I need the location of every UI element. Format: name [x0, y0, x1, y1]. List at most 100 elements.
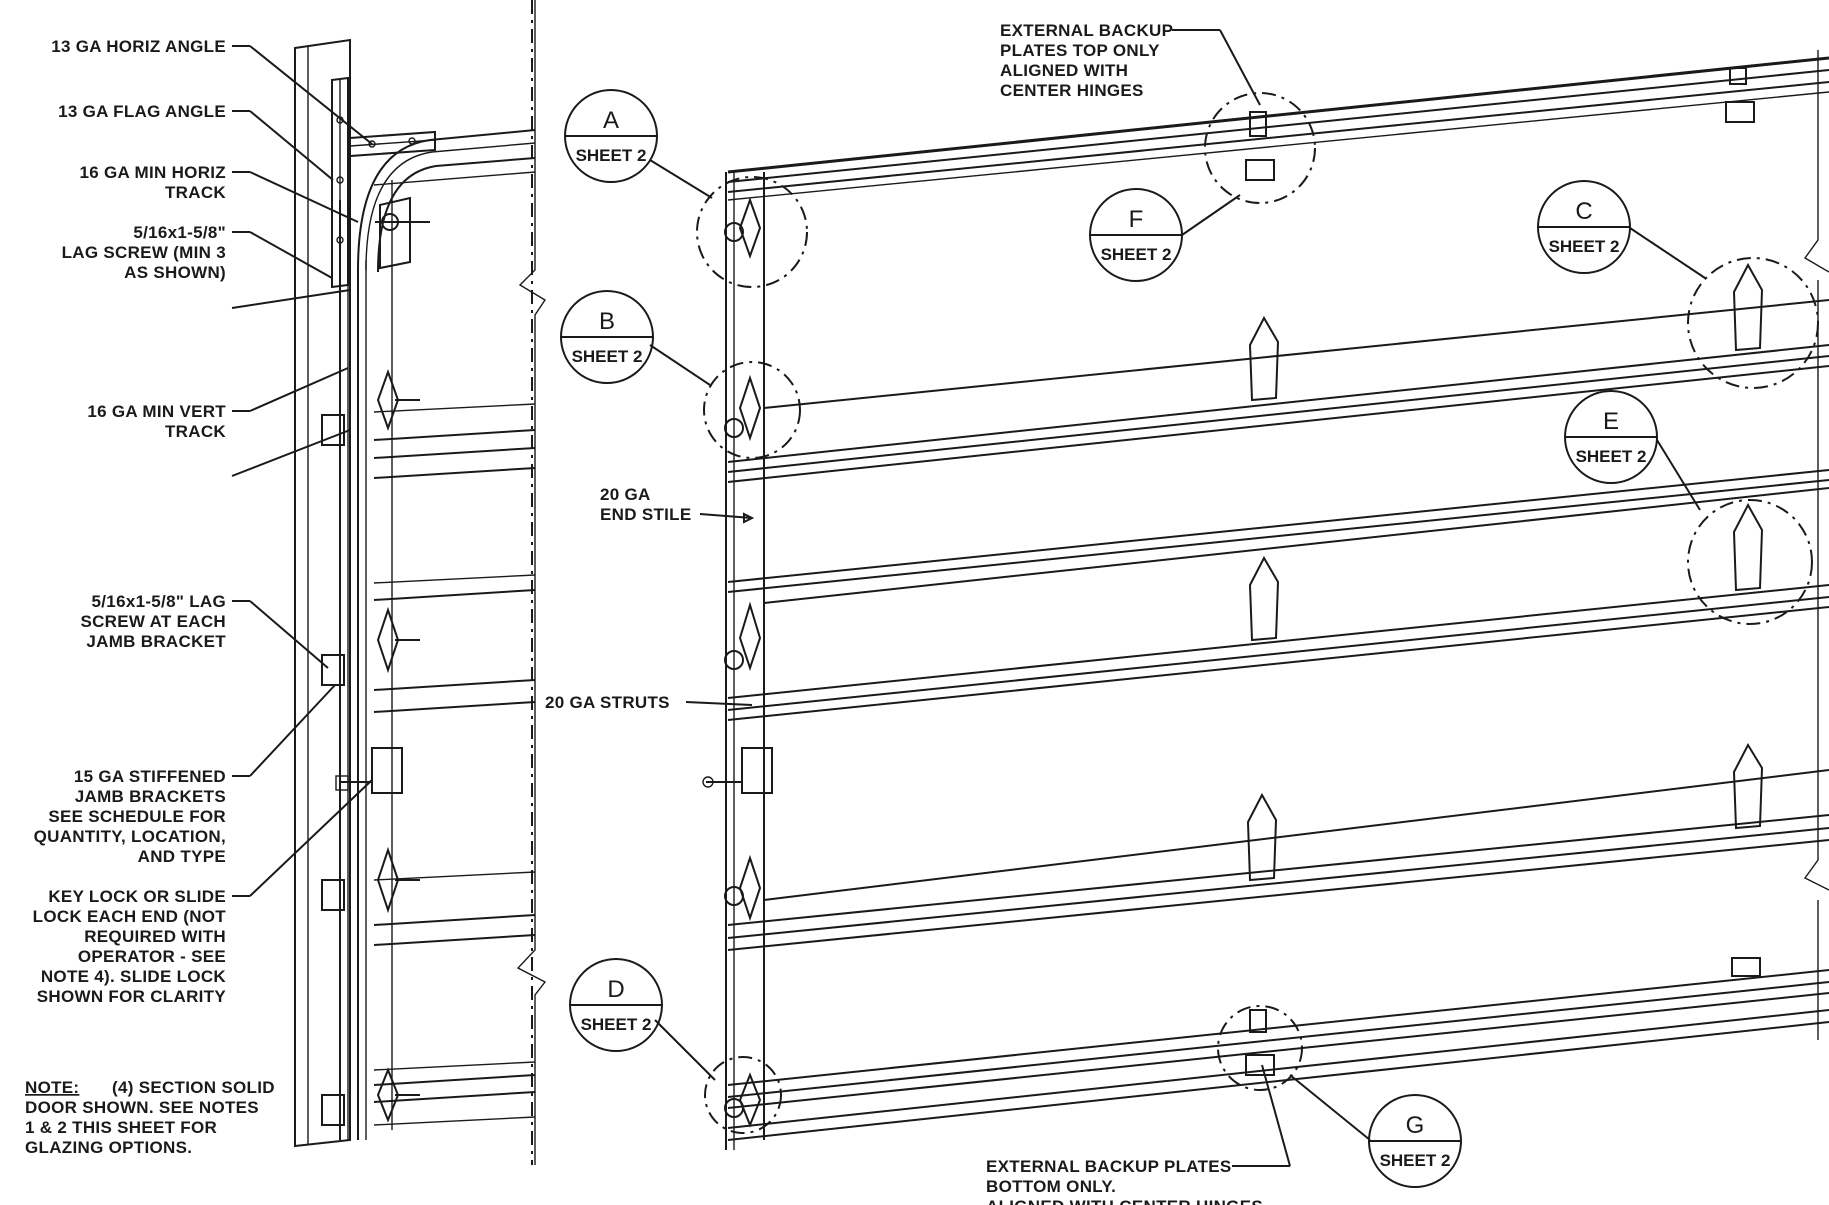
label-end-stile: 20 GA END STILE: [600, 485, 755, 524]
top-roller-bracket: [375, 196, 430, 270]
svg-text:AND TYPE: AND TYPE: [138, 847, 226, 866]
svg-text:5/16x1-5/8" LAG: 5/16x1-5/8" LAG: [92, 592, 226, 611]
horiz-angle: [349, 130, 436, 158]
detail-circle-c: [1687, 257, 1819, 389]
side-break-line: [516, 0, 547, 1165]
svg-text:REQUIRED WITH: REQUIRED WITH: [84, 927, 226, 946]
svg-text:ALIGNED WITH: ALIGNED WITH: [1000, 61, 1128, 80]
detail-circle-f: [1204, 92, 1316, 204]
svg-text:F: F: [1129, 206, 1144, 233]
detail-circle-a: [696, 176, 808, 288]
end-stile: [725, 172, 765, 1150]
svg-text:END STILE: END STILE: [600, 505, 692, 524]
callout-d: D SHEET 2: [569, 958, 716, 1081]
flag-angle: [331, 76, 349, 289]
svg-text:13 GA FLAG ANGLE: 13 GA FLAG ANGLE: [58, 102, 226, 121]
svg-text:SHOWN FOR CLARITY: SHOWN FOR CLARITY: [37, 987, 227, 1006]
svg-text:ALIGNED WITH CENTER HINGES: ALIGNED WITH CENTER HINGES: [986, 1197, 1263, 1205]
svg-text:EXTERNAL BACKUP: EXTERNAL BACKUP: [1000, 21, 1173, 40]
detail-circle-g: [1217, 1005, 1303, 1091]
label-struts: 20 GA STRUTS: [545, 693, 753, 712]
callout-c: C SHEET 2: [1537, 180, 1706, 279]
svg-text:DOOR SHOWN. SEE NOTES: DOOR SHOWN. SEE NOTES: [25, 1098, 259, 1117]
front-stile-hinges: [738, 197, 762, 1128]
detail-circle-b: [703, 361, 801, 459]
svg-text:16 GA MIN VERT: 16 GA MIN VERT: [87, 402, 226, 421]
svg-text:NOTE:: NOTE:: [25, 1078, 79, 1097]
svg-text:EXTERNAL BACKUP PLATES: EXTERNAL BACKUP PLATES: [986, 1157, 1232, 1176]
label-horiz-track: 16 GA MIN HORIZ TRACK: [80, 163, 359, 223]
detail-circle-e: [1687, 499, 1813, 625]
svg-text:TRACK: TRACK: [165, 183, 226, 202]
callout-f: F SHEET 2: [1089, 188, 1241, 282]
svg-text:TRACK: TRACK: [165, 422, 226, 441]
center-hinges: [1246, 262, 1764, 882]
svg-text:13 GA HORIZ ANGLE: 13 GA HORIZ ANGLE: [51, 37, 226, 56]
label-flag-angle: 13 GA FLAG ANGLE: [58, 102, 334, 181]
side-jamb-brackets: [321, 414, 345, 1126]
callout-b: B SHEET 2: [560, 290, 711, 386]
label-lag-screw-top: 5/16x1-5/8" LAG SCREW (MIN 3 AS SHOWN): [62, 223, 351, 309]
side-elevation: [294, 0, 547, 1165]
svg-text:SHEET 2: SHEET 2: [581, 1015, 652, 1034]
svg-text:LOCK EACH END (NOT: LOCK EACH END (NOT: [33, 907, 227, 926]
callout-a: A SHEET 2: [564, 89, 713, 199]
svg-text:AS SHOWN): AS SHOWN): [124, 263, 226, 282]
svg-text:SHEET 2: SHEET 2: [1380, 1151, 1451, 1170]
svg-text:16 GA MIN HORIZ: 16 GA MIN HORIZ: [80, 163, 227, 182]
svg-text:SHEET 2: SHEET 2: [576, 146, 647, 165]
svg-text:OPERATOR - SEE: OPERATOR - SEE: [78, 947, 226, 966]
detail-circle-d: [704, 1056, 782, 1134]
svg-text:1 & 2 THIS SHEET FOR: 1 & 2 THIS SHEET FOR: [25, 1118, 217, 1137]
svg-text:PLATES TOP ONLY: PLATES TOP ONLY: [1000, 41, 1160, 60]
label-backup-top: EXTERNAL BACKUP PLATES TOP ONLY ALIGNED …: [1000, 21, 1261, 106]
svg-text:LAG SCREW (MIN 3: LAG SCREW (MIN 3: [62, 243, 226, 262]
svg-text:C: C: [1575, 198, 1592, 225]
label-backup-bottom: EXTERNAL BACKUP PLATES BOTTOM ONLY. ALIG…: [986, 1064, 1291, 1205]
door-sections-side: [373, 171, 536, 1130]
svg-text:SEE SCHEDULE FOR: SEE SCHEDULE FOR: [48, 807, 226, 826]
svg-text:QUANTITY, LOCATION,: QUANTITY, LOCATION,: [34, 827, 226, 846]
note-block: NOTE: (4) SECTION SOLID DOOR SHOWN. SEE …: [25, 1078, 275, 1157]
svg-text:5/16x1-5/8": 5/16x1-5/8": [133, 223, 226, 242]
side-hinges: [376, 369, 420, 1123]
horizontal-track-curve: [357, 129, 536, 273]
front-slide-lock: [702, 747, 773, 794]
label-horiz-angle: 13 GA HORIZ ANGLE: [51, 37, 373, 145]
callout-g: G SHEET 2: [1289, 1074, 1462, 1188]
svg-text:SHEET 2: SHEET 2: [1576, 447, 1647, 466]
label-jamb-brackets: 15 GA STIFFENED JAMB BRACKETS SEE SCHEDU…: [34, 684, 336, 866]
svg-text:D: D: [607, 976, 624, 1003]
side-slide-lock: [335, 747, 403, 794]
front-rollers: [724, 222, 744, 1118]
svg-text:KEY LOCK OR SLIDE: KEY LOCK OR SLIDE: [48, 887, 226, 906]
svg-text:15 GA STIFFENED: 15 GA STIFFENED: [74, 767, 226, 786]
svg-text:SCREW AT EACH: SCREW AT EACH: [80, 612, 226, 631]
callout-e: E SHEET 2: [1564, 390, 1701, 511]
label-key-lock: KEY LOCK OR SLIDE LOCK EACH END (NOT REQ…: [33, 779, 373, 1006]
svg-text:NOTE 4). SLIDE LOCK: NOTE 4). SLIDE LOCK: [41, 967, 227, 986]
door-sections-front: [727, 56, 1829, 1141]
backup-plates: [1245, 67, 1761, 1076]
svg-text:20 GA: 20 GA: [600, 485, 651, 504]
svg-text:20 GA STRUTS: 20 GA STRUTS: [545, 693, 670, 712]
svg-text:(4) SECTION SOLID: (4) SECTION SOLID: [112, 1078, 275, 1097]
svg-text:SHEET 2: SHEET 2: [572, 347, 643, 366]
label-lag-screw-jamb: 5/16x1-5/8" LAG SCREW AT EACH JAMB BRACK…: [80, 592, 329, 669]
svg-text:BOTTOM ONLY.: BOTTOM ONLY.: [986, 1177, 1116, 1196]
svg-text:SHEET 2: SHEET 2: [1101, 245, 1172, 264]
front-elevation: [531, 0, 1829, 1165]
front-break-line: [1803, 50, 1829, 1040]
svg-text:A: A: [603, 107, 619, 134]
svg-text:CENTER HINGES: CENTER HINGES: [1000, 81, 1144, 100]
svg-text:JAMB BRACKET: JAMB BRACKET: [86, 632, 226, 651]
svg-text:B: B: [599, 308, 615, 335]
svg-text:G: G: [1406, 1112, 1425, 1139]
jamb-wall: [294, 38, 351, 1148]
svg-text:JAMB BRACKETS: JAMB BRACKETS: [75, 787, 226, 806]
svg-text:E: E: [1603, 408, 1619, 435]
detail-circles: [696, 92, 1819, 1134]
svg-text:GLAZING OPTIONS.: GLAZING OPTIONS.: [25, 1138, 192, 1157]
svg-text:SHEET 2: SHEET 2: [1549, 237, 1620, 256]
